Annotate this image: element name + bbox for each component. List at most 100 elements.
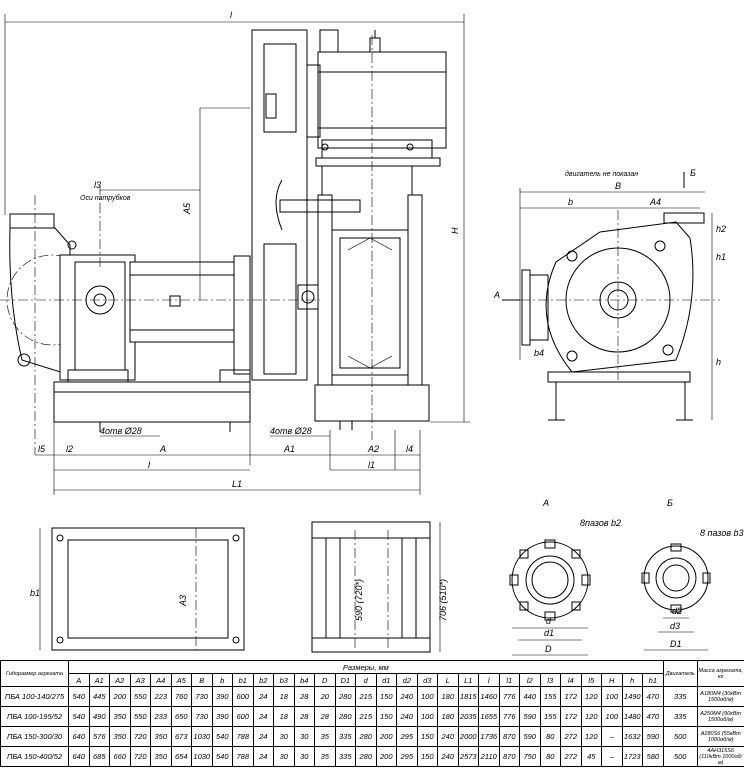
column-header: b4 [293,673,315,687]
flange-view-b: Б 8 пазов b3 d2 d3 D1 [641,498,744,651]
dim-cell: 350 [150,726,172,747]
dim-cell: 20 [314,686,336,707]
dim-cell: 280 [334,706,356,727]
dim-cell: 18 [273,706,295,727]
dim-cell: 215 [355,686,377,707]
dim-cell: 540 [68,686,90,707]
dim-cell: 335 [662,706,698,727]
dim-cell: 788 [232,726,254,747]
dim-cell: 2573 [457,746,479,767]
dim-cell: 673 [170,726,192,747]
column-header: b3 [273,673,295,687]
label-view-b: Б [667,498,673,508]
spec-table-container: Гидоразмер агрегата Размеры, мм Двигател… [0,660,744,768]
label-d3: d3 [670,621,680,631]
label-l-low: l [148,460,151,470]
label-h: h [716,357,721,367]
dim-cell: 640 [68,726,90,747]
unit-name-cell: ПБА 100-195/52 [0,706,69,727]
frame-front-view: 590 (720*) 706 (510*) [311,521,448,653]
label-l-top: l [230,10,233,20]
dim-cell: 590 [519,706,541,727]
column-header: D [314,673,336,687]
dim-cell: 654 [170,746,192,767]
column-header: A [68,673,90,687]
dim-cell: 80 [539,726,561,747]
dim-cell: 272 [560,726,582,747]
column-header: h [621,673,643,687]
dim-cell: 1632 [621,726,643,747]
label-h1: h1 [716,252,726,262]
label-axis-note: Оси патрубков [80,194,131,202]
dim-cell: 650 [170,706,192,727]
dim-cell: 580 [642,746,664,767]
column-header: D1 [334,673,356,687]
column-header: b1 [232,673,254,687]
dim-cell: 470 [642,686,664,707]
dim-cell: 172 [560,706,582,727]
dim-cell: 2035 [457,706,479,727]
dim-cell: 600 [232,686,254,707]
dim-cell: 350 [150,746,172,767]
dim-cell: 35 [314,746,336,767]
column-header: L1 [457,673,479,687]
unit-name-cell: ПБА 150-400/52 [0,746,69,767]
label-A: A [159,444,166,454]
motor-cell: 4AH315S6 (110кВт 1000об/м) [696,746,744,767]
dim-cell: 550 [129,706,151,727]
dim-cell: 100 [601,706,623,727]
dim-cell: 1030 [191,746,213,767]
dim-cell: 760 [170,686,192,707]
dim-cell: 335 [334,726,356,747]
column-header: d1 [375,673,397,687]
dim-cell: 776 [498,686,520,707]
column-header: A2 [109,673,131,687]
dim-cell: 100 [416,686,438,707]
label-d1: d1 [544,628,554,638]
dim-cell: 390 [211,686,233,707]
label-l1: l1 [368,460,375,470]
header-dims: Размеры, мм [68,660,664,674]
label-a3: A3 [178,595,188,607]
header-unit: Гидоразмер агрегата [0,660,69,687]
dim-cell: 150 [416,746,438,767]
column-header: A4 [150,673,172,687]
pump-side-view [0,185,320,455]
column-header: A1 [88,673,110,687]
dim-cell: 445 [88,686,110,707]
label-l4: l4 [406,444,413,454]
column-header: B [191,673,213,687]
dim-cell: 1480 [621,706,643,727]
dim-cell: 240 [396,686,418,707]
dim-cell: 172 [560,686,582,707]
label-l5: l5 [38,444,46,454]
table-header-row-1: Гидоразмер агрегата Размеры, мм Двигател… [0,660,744,687]
column-header: l4 [560,673,582,687]
dim-cell: 1655 [478,706,500,727]
dim-cell: 215 [355,706,377,727]
dim-cell: 390 [211,706,233,727]
label-a-arrow: A [493,290,500,300]
label-l2: l2 [66,444,73,454]
dim-cell: 350 [109,726,131,747]
dim-cell: 223 [150,686,172,707]
dim-cell: 150 [416,726,438,747]
pump-base [53,381,251,432]
dim-cell: 280 [334,686,356,707]
dim-cell: 295 [396,746,418,767]
dim-cell: 550 [129,686,151,707]
dim-cell: 35 [314,726,336,747]
dim-cell: 30 [293,746,315,767]
dim-cell: 335 [662,686,698,707]
dim-cell: 240 [396,706,418,727]
label-holes-left: 4отв Ø28 [100,426,142,436]
label-h-main: H [450,227,460,234]
dim-cell: 30 [273,746,295,767]
header-motor: Двигатель [662,660,698,687]
dim-cell: 200 [375,746,397,767]
dim-cell: 24 [252,746,274,767]
dim-cell: 233 [150,706,172,727]
dim-cell: 155 [539,686,561,707]
